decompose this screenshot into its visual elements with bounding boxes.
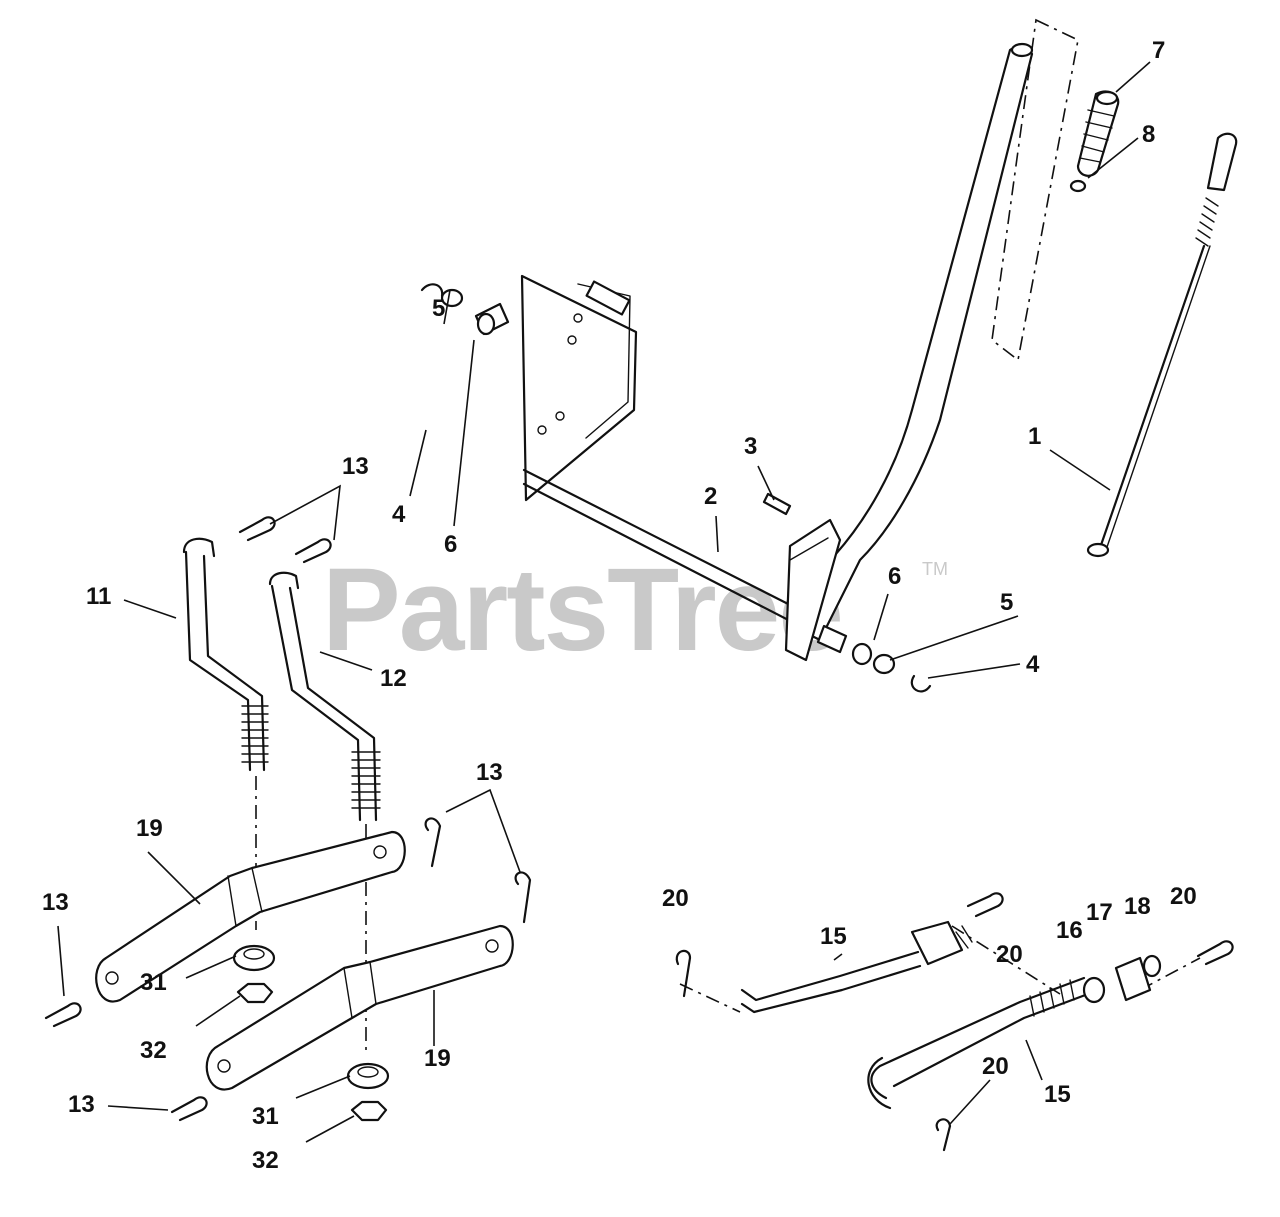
label-part-15-lower: 15 xyxy=(1044,1081,1071,1108)
label-part-20-bottom: 20 xyxy=(982,1053,1009,1080)
watermark-text: PartsTree xyxy=(322,544,842,676)
adjuster-block xyxy=(1082,954,1162,1004)
label-part-16: 16 xyxy=(1056,917,1083,944)
part-11-hanger xyxy=(123,537,269,772)
label-part-1: 1 xyxy=(1028,423,1041,450)
label-part-11: 11 xyxy=(86,583,111,610)
label-part-7: 7 xyxy=(1152,37,1165,64)
center-lines xyxy=(255,776,1201,1050)
label-part-18: 18 xyxy=(1124,893,1151,920)
watermark-trademark: TM xyxy=(922,559,948,579)
part-19-lever-arm-upper xyxy=(95,830,406,1003)
label-part-3: 3 xyxy=(744,433,757,460)
part-15-rod-upper xyxy=(740,920,973,1014)
part-8-nut xyxy=(1069,179,1087,193)
lever-extension-outline xyxy=(991,18,1079,362)
label-leaders xyxy=(147,61,1151,1081)
label-part-17: 17 xyxy=(1086,899,1113,926)
label-part-13-left: 13 xyxy=(42,889,69,916)
label-part-13-right: 13 xyxy=(476,759,503,786)
part-1-lift-rod xyxy=(1086,132,1238,558)
watermark: PartsTree TM xyxy=(322,544,948,676)
label-part-19-upper: 19 xyxy=(136,815,163,842)
part-2-cross-shaft xyxy=(522,468,842,662)
label-part-6-right: 6 xyxy=(888,563,901,590)
label-part-20-right: 20 xyxy=(1170,883,1197,910)
bushing-set-right xyxy=(816,624,932,693)
label-part-6-left: 6 xyxy=(444,531,457,558)
bushing-set-left xyxy=(420,283,510,336)
label-part-32-upper: 32 xyxy=(140,1037,167,1064)
label-part-15-upper: 15 xyxy=(820,923,847,950)
part-12-hanger xyxy=(268,571,381,822)
label-part-4-right: 4 xyxy=(1026,651,1040,678)
part-19-lever-arm-lower xyxy=(205,924,514,1091)
label-part-5-right: 5 xyxy=(1000,589,1013,616)
label-part-13-top: 13 xyxy=(342,453,369,480)
part-labels: 1 2 3 4 4 5 5 6 6 7 8 11 12 13 13 13 13 … xyxy=(42,37,1197,1174)
label-part-8: 8 xyxy=(1142,121,1155,148)
label-part-20-left: 20 xyxy=(662,885,689,912)
label-part-32-lower: 32 xyxy=(252,1147,279,1174)
label-part-4-left: 4 xyxy=(392,501,406,528)
label-part-5-left: 5 xyxy=(432,295,445,322)
label-part-31-upper: 31 xyxy=(140,969,167,996)
label-part-31-lower: 31 xyxy=(252,1103,279,1130)
part-15-rod-lower xyxy=(867,976,1090,1110)
part-20-clips xyxy=(675,892,1234,1152)
label-part-2: 2 xyxy=(704,483,717,510)
grommet-nut-lower xyxy=(295,1062,390,1143)
part-7-handle-grip xyxy=(1076,90,1120,177)
lift-lever xyxy=(798,42,1034,642)
label-part-12: 12 xyxy=(380,665,407,692)
part-13-clips-left xyxy=(44,925,208,1122)
part-13-clips-top xyxy=(238,484,341,564)
grommet-nut-upper xyxy=(185,944,276,1027)
part-3-pin xyxy=(762,492,792,516)
label-part-19-lower: 19 xyxy=(424,1045,451,1072)
label-part-20-middle: 20 xyxy=(996,941,1023,968)
label-part-13-bottom: 13 xyxy=(68,1091,95,1118)
part-13-clips-right xyxy=(424,788,532,924)
mounting-plate xyxy=(520,274,638,502)
